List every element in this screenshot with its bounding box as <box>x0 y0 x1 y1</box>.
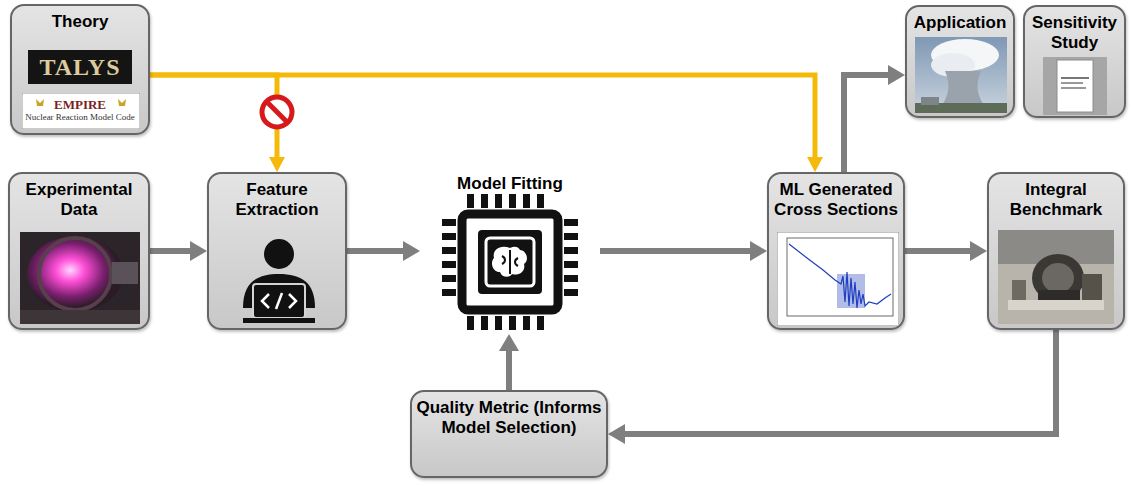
node-label: Theory <box>16 12 144 32</box>
study-box: Sensitivity Study <box>1023 5 1126 118</box>
node-label: Integral Benchmark <box>993 180 1119 219</box>
ml-chip-icon <box>440 192 580 332</box>
flow-arrow <box>608 330 1056 444</box>
flow-arrow <box>347 241 420 261</box>
node-label: Application <box>911 13 1009 33</box>
logo-text: TALYS <box>28 50 132 84</box>
node-label: Sensitivity Study <box>1029 13 1120 52</box>
theory-connector <box>150 75 823 172</box>
flow-arrow <box>499 334 519 390</box>
input-box: Experimental Data <box>8 172 150 330</box>
logo-text: EMPIRE <box>24 97 136 112</box>
flow-arrow <box>150 241 207 261</box>
node-label: Quality Metric (Informs Model Selection) <box>416 398 602 437</box>
benchmark-box: Integral Benchmark <box>987 172 1125 330</box>
benchmark-photo <box>998 230 1114 324</box>
node-label: Model Fitting <box>424 174 596 194</box>
node-label: Experimental Data <box>14 180 144 219</box>
node-label: ML Generated Cross Sections <box>773 180 899 219</box>
theory-box: TheoryTALYS EMPIRENuclear Reaction Model … <box>10 4 150 135</box>
cross-section-plot <box>777 232 899 326</box>
power-plant-photo <box>915 37 1007 113</box>
flow-arrow <box>844 65 905 172</box>
flow-arrow <box>600 241 767 261</box>
node-label: Feature Extraction <box>213 180 341 219</box>
report-cover <box>1043 57 1107 115</box>
chip-node: Model Fitting <box>420 168 600 334</box>
logo-text: Nuclear Reaction Model Code <box>22 112 138 123</box>
output-box: ML Generated Cross Sections <box>767 172 905 330</box>
programmer-icon <box>237 238 321 324</box>
application-box: Application <box>905 5 1015 118</box>
process-box: Feature Extraction <box>207 172 347 330</box>
flow-arrow <box>905 241 987 261</box>
metric-box: Quality Metric (Informs Model Selection) <box>410 390 608 478</box>
plasma-photo <box>20 232 140 324</box>
